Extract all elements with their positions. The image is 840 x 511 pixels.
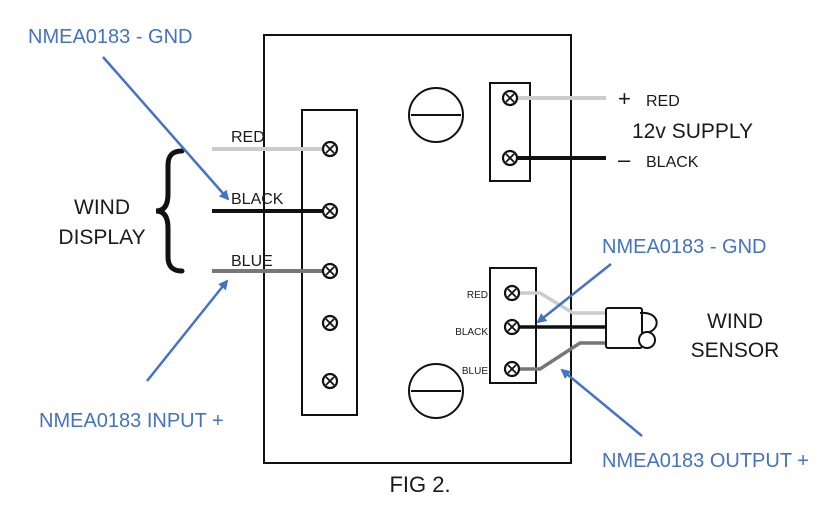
supply-minus-sign: – [618, 147, 631, 172]
mounting-screw-bottom [408, 363, 464, 419]
supply-plus-sign: + [618, 86, 631, 111]
annotation-display-input: NMEA0183 INPUT + [39, 410, 224, 432]
display-terminal-5 [321, 372, 339, 390]
sensor-terminal-red [503, 284, 521, 302]
wind-sensor-line2: SENSOR [691, 339, 780, 362]
annotation-sensor-output: NMEA0183 OUTPUT + [602, 450, 809, 472]
display-brace [155, 148, 185, 274]
sensor-wire-blue [512, 341, 612, 371]
display-terminal-2 [321, 202, 339, 220]
sensor-terminal-black [503, 318, 521, 336]
display-terminal-3 [321, 262, 339, 280]
wind-sensor-line1: WIND [707, 310, 763, 333]
figure-caption: FIG 2. [389, 472, 450, 497]
display-terminal-1 [321, 140, 339, 158]
arrow-sensor-output [560, 368, 643, 437]
mounting-screw-top [408, 87, 464, 143]
wind-display-line2: DISPLAY [58, 226, 145, 249]
supply-terminal-plus [501, 89, 519, 107]
annotation-display-gnd: NMEA0183 - GND [28, 26, 193, 48]
sensor-wire-red [512, 291, 612, 315]
display-wire-black-label: BLACK [231, 191, 284, 208]
sensor-terminal-blue-label: BLUE [462, 366, 488, 377]
arrow-sensor-gnd [536, 263, 612, 324]
display-wire-blue-label: BLUE [231, 253, 273, 270]
supply-terminal-minus [501, 149, 519, 167]
sensor-terminal-black-label: BLACK [455, 327, 488, 338]
wind-display-line1: WIND [74, 196, 130, 219]
arrow-display-gnd [102, 56, 230, 201]
supply-plus-label: RED [646, 93, 680, 110]
supply-title: 12v SUPPLY [632, 120, 753, 143]
wind-sensor-plug [605, 307, 658, 349]
display-terminal-block [301, 109, 358, 416]
sensor-terminal-red-label: RED [467, 290, 488, 301]
supply-minus-label: BLACK [646, 154, 699, 171]
display-wire-red-label: RED [231, 129, 265, 146]
arrow-display-input [146, 279, 229, 382]
sensor-terminal-blue [503, 360, 521, 378]
annotation-sensor-gnd: NMEA0183 - GND [602, 236, 767, 258]
display-terminal-4 [321, 314, 339, 332]
